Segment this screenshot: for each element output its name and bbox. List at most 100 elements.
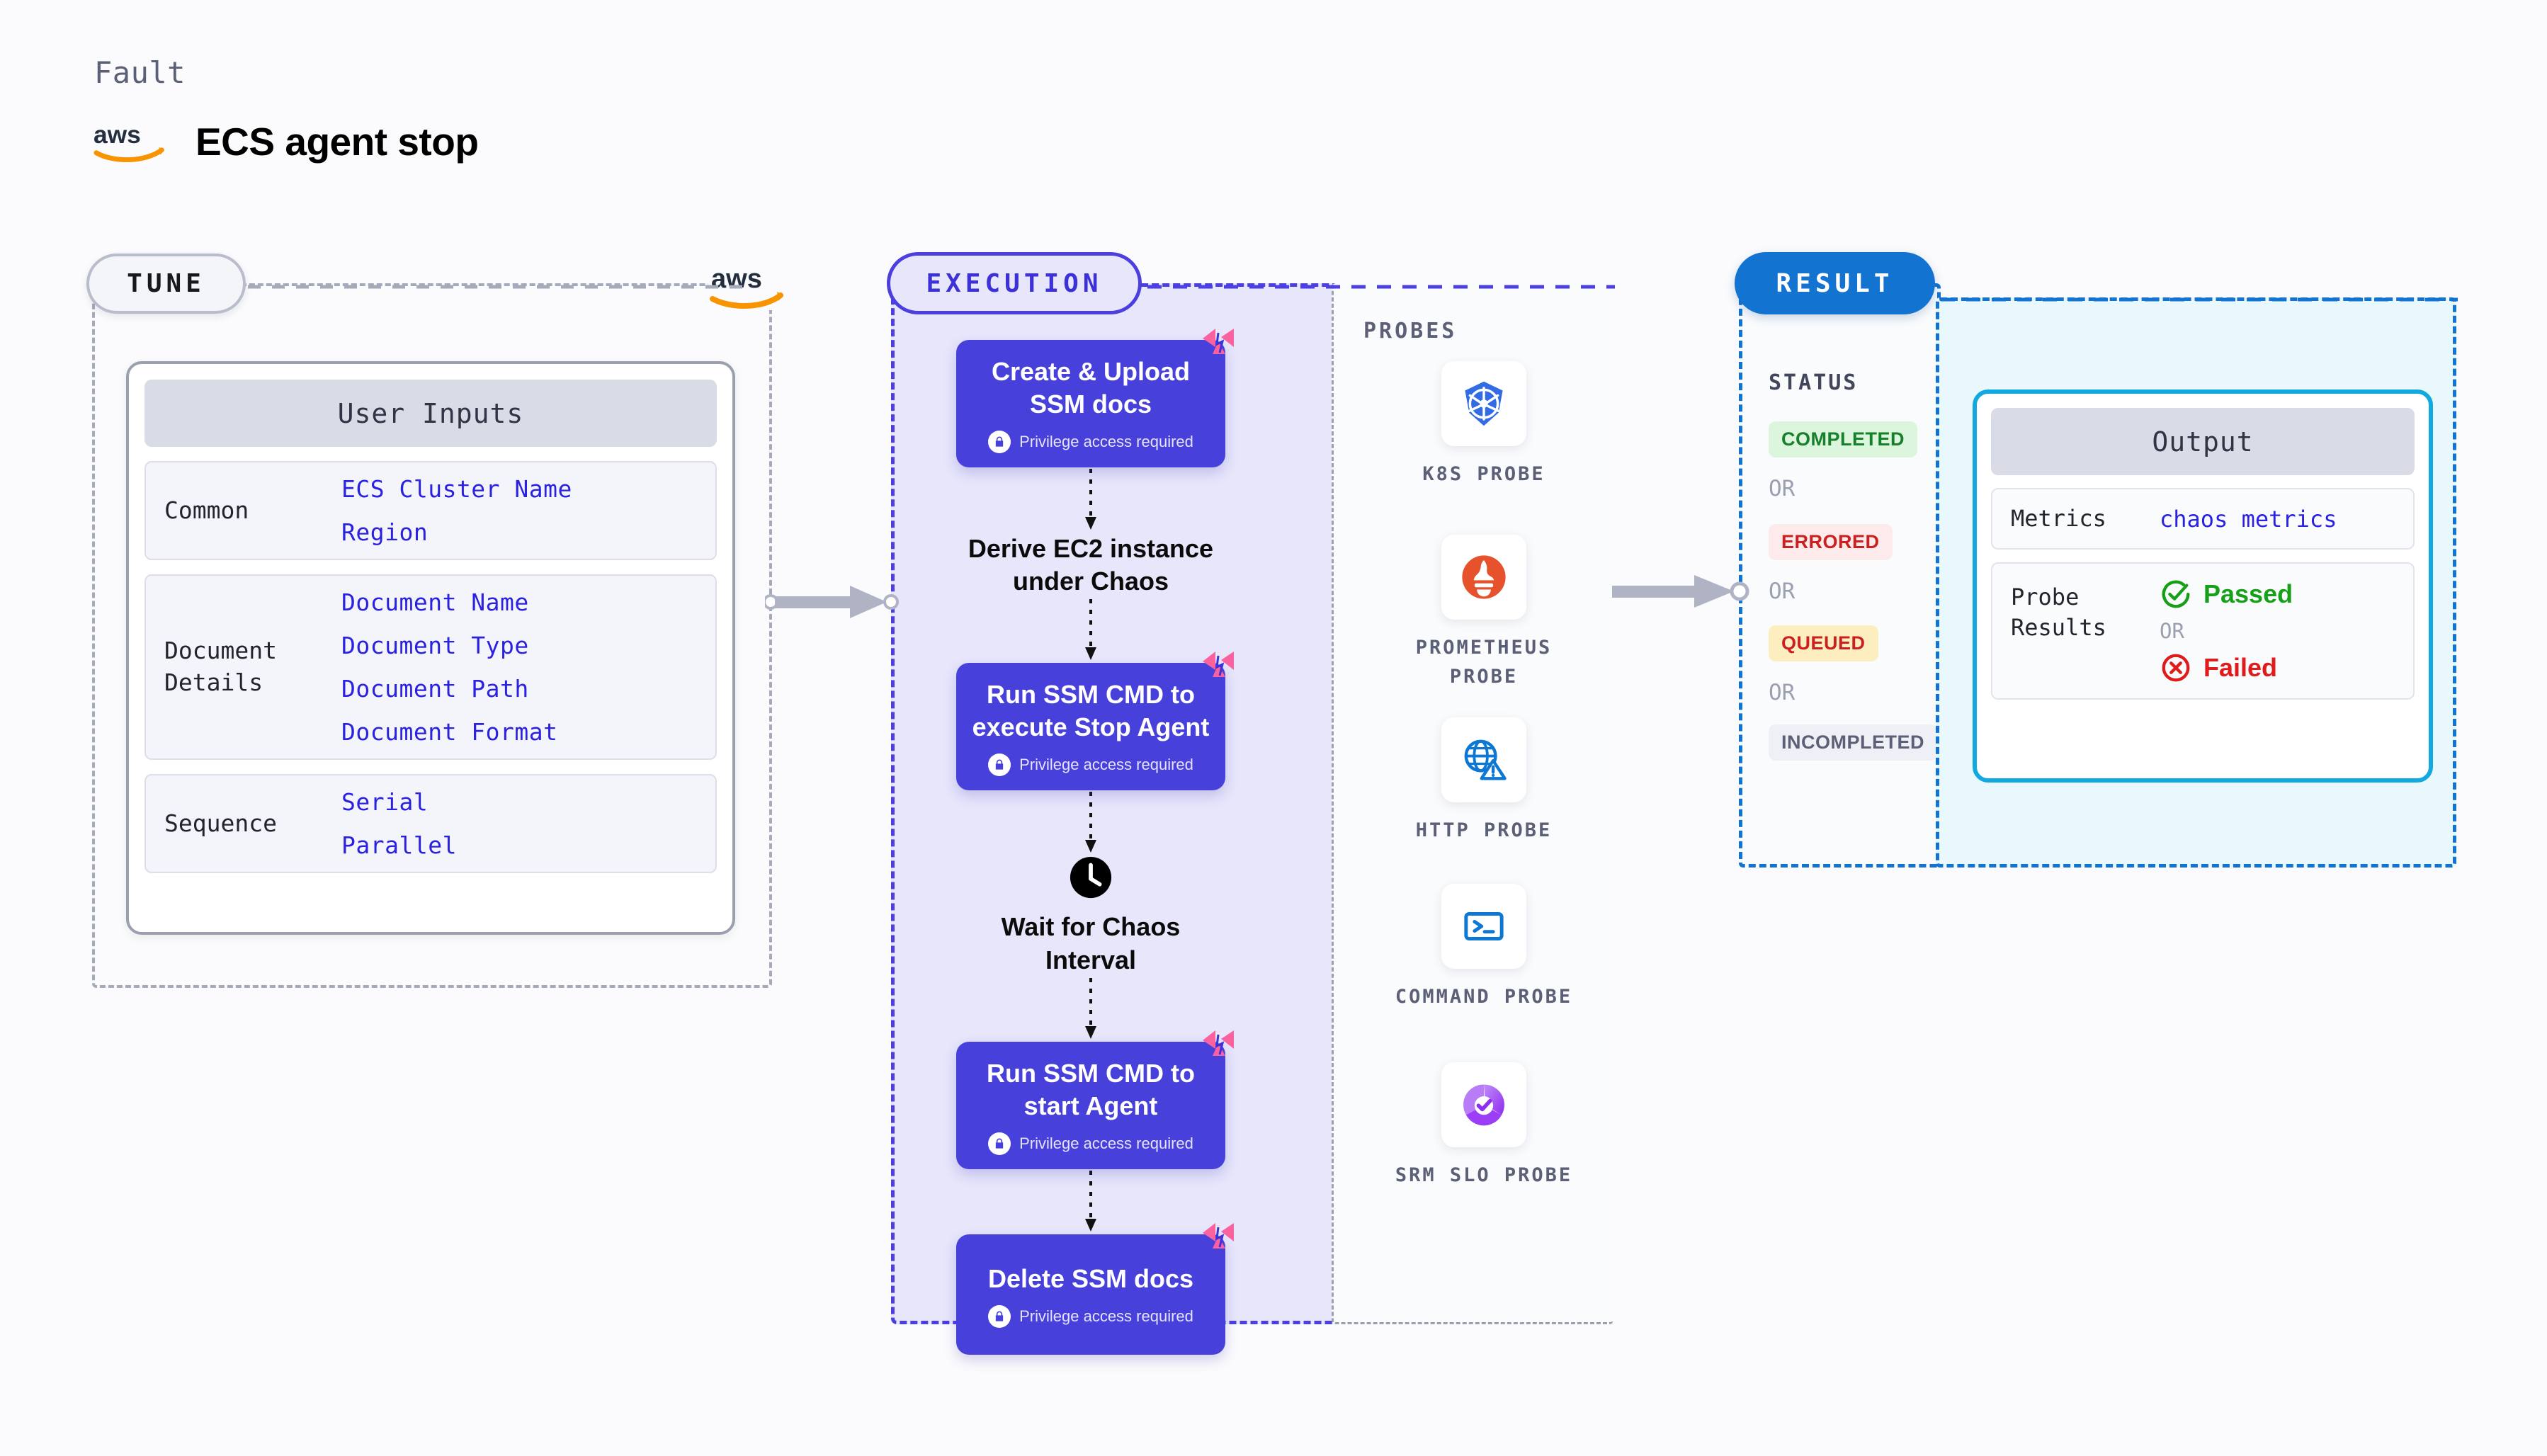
result-panel: RESULT	[1735, 252, 1941, 868]
input-value[interactable]: Document Path	[341, 675, 529, 703]
or-separator: OR	[1769, 680, 1796, 705]
prometheus-icon	[1441, 535, 1526, 620]
input-value[interactable]: Parallel	[341, 831, 457, 859]
probe-label: HTTP PROBE	[1415, 819, 1553, 841]
output-key: Probe Results	[2011, 584, 2106, 642]
execution-badge[interactable]: EXECUTION	[887, 252, 1142, 314]
output-title: Output	[1991, 408, 2415, 475]
status-badge-incompleted[interactable]: INCOMPLETED	[1769, 724, 1938, 761]
chaos-flag-icon	[1203, 652, 1234, 678]
page-title: ECS agent stop	[195, 120, 479, 164]
flow-step-title: Derive EC2 instance under Chaos	[968, 534, 1214, 596]
lock-icon	[988, 1304, 1011, 1328]
user-inputs-card: User Inputs Common ECS Cluster Name Regi…	[126, 361, 735, 935]
connector-tune-to-execution	[765, 586, 899, 618]
input-group-common: Common ECS Cluster Name Region	[144, 461, 717, 560]
tune-panel-border	[92, 283, 772, 988]
probe-item-srm-slo[interactable]: SRM SLO PROBE	[1392, 1062, 1576, 1190]
result-rail-dashed-line	[1941, 297, 2458, 302]
eyebrow-label: Fault	[94, 55, 186, 90]
aws-logo-icon: aws	[93, 120, 165, 163]
probes-region	[1332, 283, 1613, 1324]
svg-text:aws: aws	[711, 264, 762, 294]
output-key: Metrics	[2011, 505, 2106, 532]
http-globe-icon	[1441, 717, 1526, 802]
flow-step-title: Create & Upload SSM docs	[991, 357, 1191, 419]
output-row-probe-results: Probe Results Passed OR Failed	[1991, 562, 2415, 700]
probe-item-prometheus[interactable]: PROMETHEUS PROBE	[1392, 535, 1576, 691]
flow-step-derive-ec2-instance: Derive EC2 instance under Chaos	[956, 533, 1225, 598]
srm-slo-icon	[1441, 1062, 1526, 1147]
output-card: Output Metrics chaos metrics Probe Resul…	[1973, 389, 2433, 783]
probe-result-failed-label: Failed	[2203, 653, 2278, 683]
result-badge[interactable]: RESULT	[1735, 252, 1935, 314]
privilege-note-text: Privilege access required	[1019, 1134, 1193, 1152]
privilege-note: Privilege access required	[969, 1132, 1213, 1155]
aws-logo-rail-icon: aws	[708, 263, 793, 310]
probes-title: PROBES	[1363, 319, 1458, 343]
svg-text:aws: aws	[93, 120, 141, 149]
or-separator: OR	[2160, 619, 2184, 644]
status-badge-queued[interactable]: QUEUED	[1769, 625, 1878, 661]
chaos-flag-icon	[1203, 1222, 1234, 1249]
result-panel-border	[1739, 283, 1941, 868]
probe-item-command[interactable]: COMMAND PROBE	[1392, 884, 1576, 1012]
x-circle-icon	[2162, 654, 2190, 682]
input-value[interactable]: Document Name	[341, 588, 529, 616]
probe-result-passed-label: Passed	[2203, 579, 2293, 609]
input-group-key: Sequence	[164, 809, 277, 837]
tune-rail-dashed-line	[248, 285, 744, 289]
chaos-flag-icon	[1203, 1030, 1234, 1056]
input-value[interactable]: Document Format	[341, 718, 558, 746]
input-value[interactable]: Region	[341, 518, 429, 546]
input-value[interactable]: Document Type	[341, 632, 529, 659]
flow-step-delete-ssm-docs[interactable]: Delete SSM docs Privilege access require…	[956, 1222, 1234, 1355]
status-badge-errored[interactable]: ERRORED	[1769, 524, 1893, 560]
connector-execution-to-result	[1612, 575, 1749, 608]
status-badge-completed[interactable]: COMPLETED	[1769, 421, 1918, 457]
output-row-metrics: Metrics chaos metrics	[1991, 488, 2415, 550]
or-separator: OR	[1769, 476, 1796, 501]
privilege-note-text: Privilege access required	[1019, 433, 1193, 451]
chaos-flag-icon	[1203, 329, 1234, 354]
input-group-document-details: Document Details Document Name Document …	[144, 574, 717, 760]
flow-step-run-ssm-cmd-stop-agent[interactable]: Run SSM CMD to execute Stop Agent Privil…	[956, 652, 1234, 791]
probe-result-passed: Passed	[2160, 578, 2293, 610]
tune-badge[interactable]: TUNE	[86, 254, 246, 314]
probe-item-k8s[interactable]: K8S PROBE	[1392, 361, 1576, 489]
or-separator: OR	[1769, 579, 1796, 604]
flow-step-create-upload-ssm-docs[interactable]: Create & Upload SSM docs Privilege acces…	[956, 329, 1234, 468]
lock-icon	[988, 1132, 1011, 1155]
flow-step-title: Run SSM CMD to start Agent	[987, 1058, 1195, 1120]
input-value[interactable]: ECS Cluster Name	[341, 475, 572, 503]
kubernetes-icon	[1441, 361, 1526, 446]
flow-connector	[956, 598, 1225, 663]
execution-rail-dashed-line	[1147, 285, 1615, 289]
probe-label: COMMAND PROBE	[1395, 986, 1573, 1008]
flow-connector	[956, 467, 1225, 533]
probe-label: PROMETHEUS PROBE	[1415, 637, 1553, 688]
tune-panel: TUNE User Inputs Common ECS Cluster Name…	[86, 254, 772, 988]
input-value[interactable]: Serial	[341, 788, 429, 816]
privilege-note-text: Privilege access required	[1019, 1307, 1193, 1325]
probe-result-failed: Failed	[2160, 652, 2293, 684]
probe-item-http[interactable]: HTTP PROBE	[1392, 717, 1576, 846]
output-value-metrics[interactable]: chaos metrics	[2160, 505, 2337, 533]
probe-label: K8S PROBE	[1422, 463, 1545, 485]
privilege-note: Privilege access required	[969, 753, 1213, 777]
clock-icon	[1070, 857, 1112, 899]
execution-flow: Create & Upload SSM docs Privilege acces…	[956, 329, 1234, 1355]
input-group-sequence: Sequence Serial Parallel	[144, 774, 717, 873]
privilege-note-text: Privilege access required	[1019, 756, 1193, 774]
flow-step-title: Run SSM CMD to execute Stop Agent	[972, 680, 1210, 742]
flow-connector	[956, 1169, 1225, 1234]
privilege-note: Privilege access required	[969, 1304, 1213, 1328]
status-title: STATUS	[1769, 370, 1859, 395]
flow-connector	[956, 790, 1225, 855]
lock-icon	[988, 431, 1011, 454]
lock-icon	[988, 753, 1011, 777]
flow-step-title: Delete SSM docs	[987, 1263, 1194, 1293]
flow-step-wait-for-chaos-interval: Wait for Chaos Interval	[956, 855, 1225, 976]
flow-step-run-ssm-cmd-start-agent[interactable]: Run SSM CMD to start Agent Privilege acc…	[956, 1030, 1234, 1169]
